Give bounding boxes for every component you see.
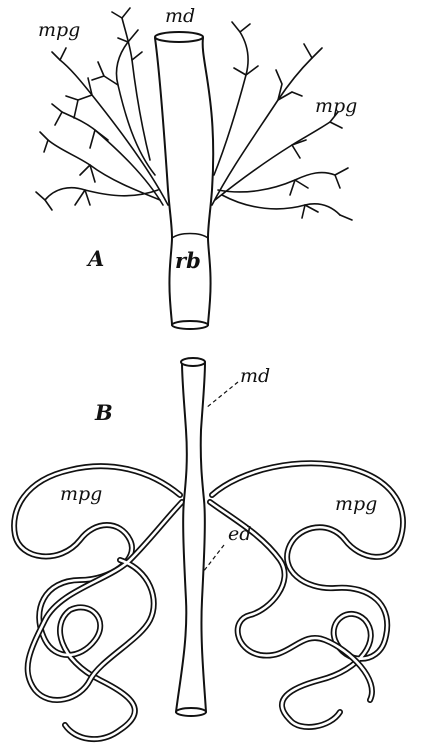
panel-a-rb-label: rb [175, 248, 201, 273]
panel-b-duct-top-opening [181, 358, 205, 366]
panel-a-duct-bottom-opening [172, 321, 208, 329]
panel-b-duct-bottom-opening [176, 708, 206, 716]
panel-a-mpg-left-label: mpg [38, 19, 80, 41]
panel-a-md-label: md [165, 5, 195, 27]
panel-a: md mpg mpg rb A [36, 5, 357, 329]
panel-b-mpg-left-label: mpg [60, 483, 102, 505]
panel-a-right-tubules [212, 22, 352, 220]
panel-b-mpg-right-label: mpg [335, 493, 377, 515]
panel-b-md-label: md [240, 365, 270, 387]
panel-b-left-tubules [14, 466, 182, 739]
panel-b-ed-leader [203, 545, 224, 572]
panel-b-main-duct [176, 362, 206, 712]
panel-b-ed-label: ed [228, 523, 251, 545]
panel-b-md-leader [206, 382, 238, 408]
panel-a-mpg-right-label: mpg [315, 95, 357, 117]
panel-b: B md mpg mpg ed [14, 358, 403, 739]
panel-a-duct-top-opening [155, 32, 203, 42]
panel-a-main-duct [155, 38, 213, 325]
panel-b-letter: B [94, 400, 113, 425]
panel-a-letter: A [86, 246, 104, 271]
